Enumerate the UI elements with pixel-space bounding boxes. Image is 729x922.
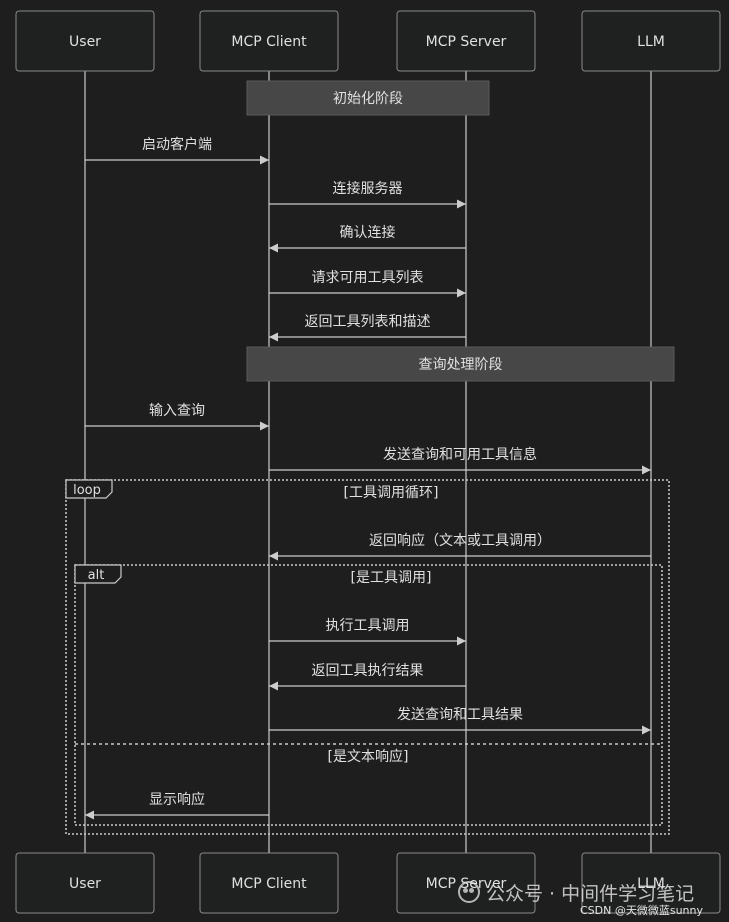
- participant-label: MCP Server: [426, 34, 507, 50]
- participant-box: [199, 10, 339, 72]
- participant-server-bottom: MCP Server: [396, 852, 536, 914]
- note-2: 查询处理阶段: [246, 346, 675, 382]
- message-label: 返回工具列表和描述: [305, 314, 431, 330]
- fragment-else-condition: [是文本响应]: [328, 748, 409, 765]
- participant-box: [581, 852, 721, 914]
- participant-label: LLM: [637, 876, 665, 892]
- message-label: 连接服务器: [333, 180, 403, 197]
- participant-box: [396, 10, 536, 72]
- participant-client-bottom: MCP Client: [199, 852, 339, 914]
- message-3: 确认连接: [269, 224, 466, 253]
- participant-server-top: MCP Server: [396, 10, 536, 72]
- message-5: 返回工具列表和描述: [269, 314, 466, 342]
- message-9: 执行工具调用: [269, 618, 466, 646]
- fragment-tab: [65, 479, 113, 499]
- message-label: 返回响应（文本或工具调用）: [369, 532, 551, 549]
- note-1: 初始化阶段: [246, 80, 490, 116]
- note-box: [246, 80, 490, 116]
- participant-user-top: User: [15, 10, 155, 72]
- participant-user-bottom: User: [15, 852, 155, 914]
- message-label: 执行工具调用: [326, 618, 410, 634]
- message-10: 返回工具执行结果: [269, 663, 466, 691]
- note-label: 查询处理阶段: [419, 357, 503, 373]
- message-label: 发送查询和工具结果: [397, 707, 523, 723]
- note-box: [246, 346, 675, 382]
- participant-box: [581, 10, 721, 72]
- message-label: 启动客户端: [142, 136, 212, 153]
- fragment-loop: loop [工具调用循环]: [65, 479, 670, 835]
- participant-box: [15, 852, 155, 914]
- participant-llm-bottom: LLM: [581, 852, 721, 914]
- participant-box: [396, 852, 536, 914]
- message-7: 发送查询和可用工具信息: [269, 446, 651, 475]
- message-2: 连接服务器: [269, 180, 466, 209]
- message-label: 显示响应: [149, 791, 205, 808]
- participant-label: MCP Client: [231, 34, 307, 50]
- participant-label: MCP Server: [426, 876, 507, 892]
- message-4: 请求可用工具列表: [269, 270, 466, 298]
- participant-label: LLM: [637, 34, 665, 50]
- fragment-keyword: alt: [88, 568, 105, 583]
- message-label: 确认连接: [340, 224, 396, 241]
- participant-label: MCP Client: [231, 876, 307, 892]
- participant-label: User: [69, 876, 101, 892]
- participant-box: [199, 852, 339, 914]
- message-label: 返回工具执行结果: [312, 663, 424, 679]
- message-label: 请求可用工具列表: [312, 270, 424, 286]
- message-1: 启动客户端: [85, 136, 269, 165]
- message-label: 输入查询: [149, 403, 205, 419]
- fragment-tab: [74, 564, 122, 584]
- fragment-frame: [65, 479, 670, 835]
- participant-llm-top: LLM: [581, 10, 721, 72]
- fragment-condition: [是工具调用]: [351, 570, 432, 586]
- note-label: 初始化阶段: [333, 90, 403, 107]
- participant-client-top: MCP Client: [199, 10, 339, 72]
- fragment-frame: [74, 564, 663, 826]
- message-label: 发送查询和可用工具信息: [383, 446, 537, 463]
- message-11: 发送查询和工具结果: [269, 707, 651, 735]
- participant-box: [15, 10, 155, 72]
- fragment-alt: alt [是工具调用] [是文本响应]: [74, 564, 663, 826]
- participant-label: User: [69, 34, 101, 50]
- message-6: 输入查询: [85, 403, 269, 431]
- message-12: 显示响应: [85, 791, 269, 820]
- message-8: 返回响应（文本或工具调用）: [269, 532, 651, 561]
- fragment-keyword: loop: [73, 483, 101, 498]
- fragment-condition: [工具调用循环]: [344, 485, 439, 501]
